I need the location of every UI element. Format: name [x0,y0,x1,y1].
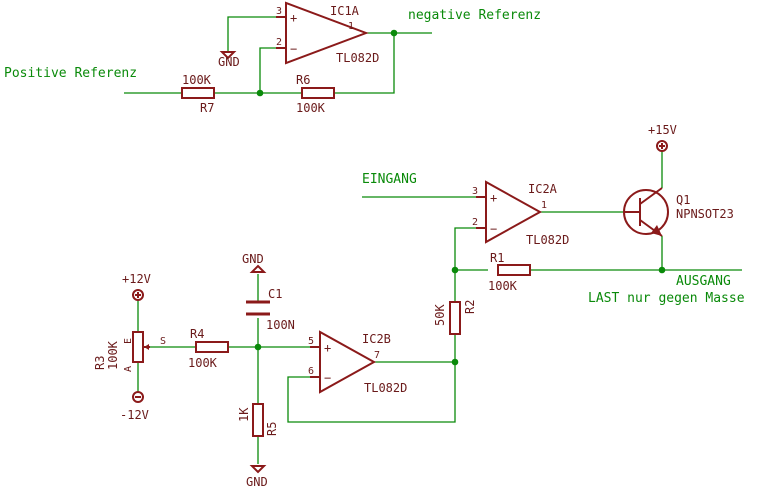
net-label-last: LAST nur gegen Masse [588,291,745,306]
ic1a-minus-sign: − [290,42,297,56]
r3-pin-e: E [123,338,134,344]
r1-name: R1 [490,251,504,265]
ic2b-value: TL082D [364,381,407,395]
ic2b-name: IC2B [362,332,391,346]
r6-value: 100K [296,101,326,115]
supply-minus12v: -12V [120,391,149,422]
opamp-ic1a: + − 3 2 1 IC1A TL082D [276,1,379,65]
r2-name: R2 [463,300,477,314]
ic2a-pin-plus: 3 [472,186,478,197]
q1-name: Q1 [676,193,690,207]
gnd-label-r5: GND [246,475,268,489]
plus12v-label: +12V [122,272,151,286]
r3-value: 100K [106,340,120,370]
ic1a-name: IC1A [330,4,360,18]
resistor-r6: R6 100K [296,73,335,115]
junction-ausgang [658,266,666,274]
r6-name: R6 [296,73,310,87]
r4-value: 100K [188,356,218,370]
ic2a-plus-sign: + [490,191,497,205]
r3-pin-s: S [160,336,166,347]
ic1a-value: TL082D [336,51,379,65]
ic1a-plus-sign: + [290,11,297,25]
junction-ic2b-out [451,358,459,366]
resistor-r1: R1 100K [488,251,531,293]
ic2b-pin-plus: 5 [308,336,314,347]
junction-ic2b-plus [254,343,262,351]
junctions [254,29,666,366]
ic1a-pin-out: 1 [348,21,354,32]
resistor-r5: 1K R5 [237,403,279,437]
net-label-eingang: EINGANG [362,172,417,187]
ic2b-pin-minus: 6 [308,366,314,377]
c1-value: 100N [266,318,295,332]
opamp-ic2a: + − 3 2 1 IC2A TL082D [472,180,569,247]
ic2b-plus-sign: + [324,341,331,355]
ic1a-pin-minus: 2 [276,37,282,48]
net-label-positive-reference: Positive Referenz [4,66,137,81]
junction-ic1a-out [390,29,398,37]
potentiometer-r3: R3 100K E A S [93,331,166,372]
capacitor-c1: C1 100N [246,287,295,332]
ic1a-pin-plus: 3 [276,6,282,17]
ic2a-minus-sign: − [490,222,497,236]
ic2a-pin-minus: 2 [472,217,478,228]
ic2a-value: TL082D [526,233,569,247]
r1-value: 100K [488,279,518,293]
ic2a-pin-out: 1 [541,200,547,211]
resistor-r4: R4 100K [188,327,229,370]
r2-value: 50K [433,304,447,326]
gnd-label-c1: GND [242,252,264,266]
r5-value: 1K [237,407,251,422]
r7-name: R7 [200,101,214,115]
supply-plus12v: +12V [122,272,151,301]
net-label-negative-reference: negative Referenz [408,8,541,23]
r5-name: R5 [265,422,279,436]
gnd-symbol-c1: GND [242,252,267,273]
supply-plus15v: +15V [648,123,677,152]
wires [124,16,742,464]
ic2a-name: IC2A [528,182,558,196]
transistor-q1: Q1 NPNSOT23 [623,187,734,237]
gnd-label-ic1a: GND [218,55,240,69]
c1-name: C1 [268,287,282,301]
gnd-symbol-r5: GND [246,465,268,489]
resistor-r7: 100K R7 [181,73,215,115]
resistor-r2: 50K R2 [433,300,477,335]
r4-name: R4 [190,327,204,341]
junction-ic1a-minus [256,89,264,97]
minus12v-label: -12V [120,408,149,422]
q1-value: NPNSOT23 [676,207,734,221]
r3-pin-a: A [123,366,134,372]
ic2b-pin-out: 7 [374,350,380,361]
r3-name: R3 [93,356,107,370]
r7-value: 100K [182,73,212,87]
net-label-ausgang: AUSGANG [676,274,731,289]
opamp-ic2b: + − 5 6 7 IC2B TL082D [308,330,407,395]
junction-r1-r2 [451,266,459,274]
gnd-symbol-ic1a: GND [218,51,240,69]
ic2b-minus-sign: − [324,371,331,385]
plus15v-label: +15V [648,123,677,137]
